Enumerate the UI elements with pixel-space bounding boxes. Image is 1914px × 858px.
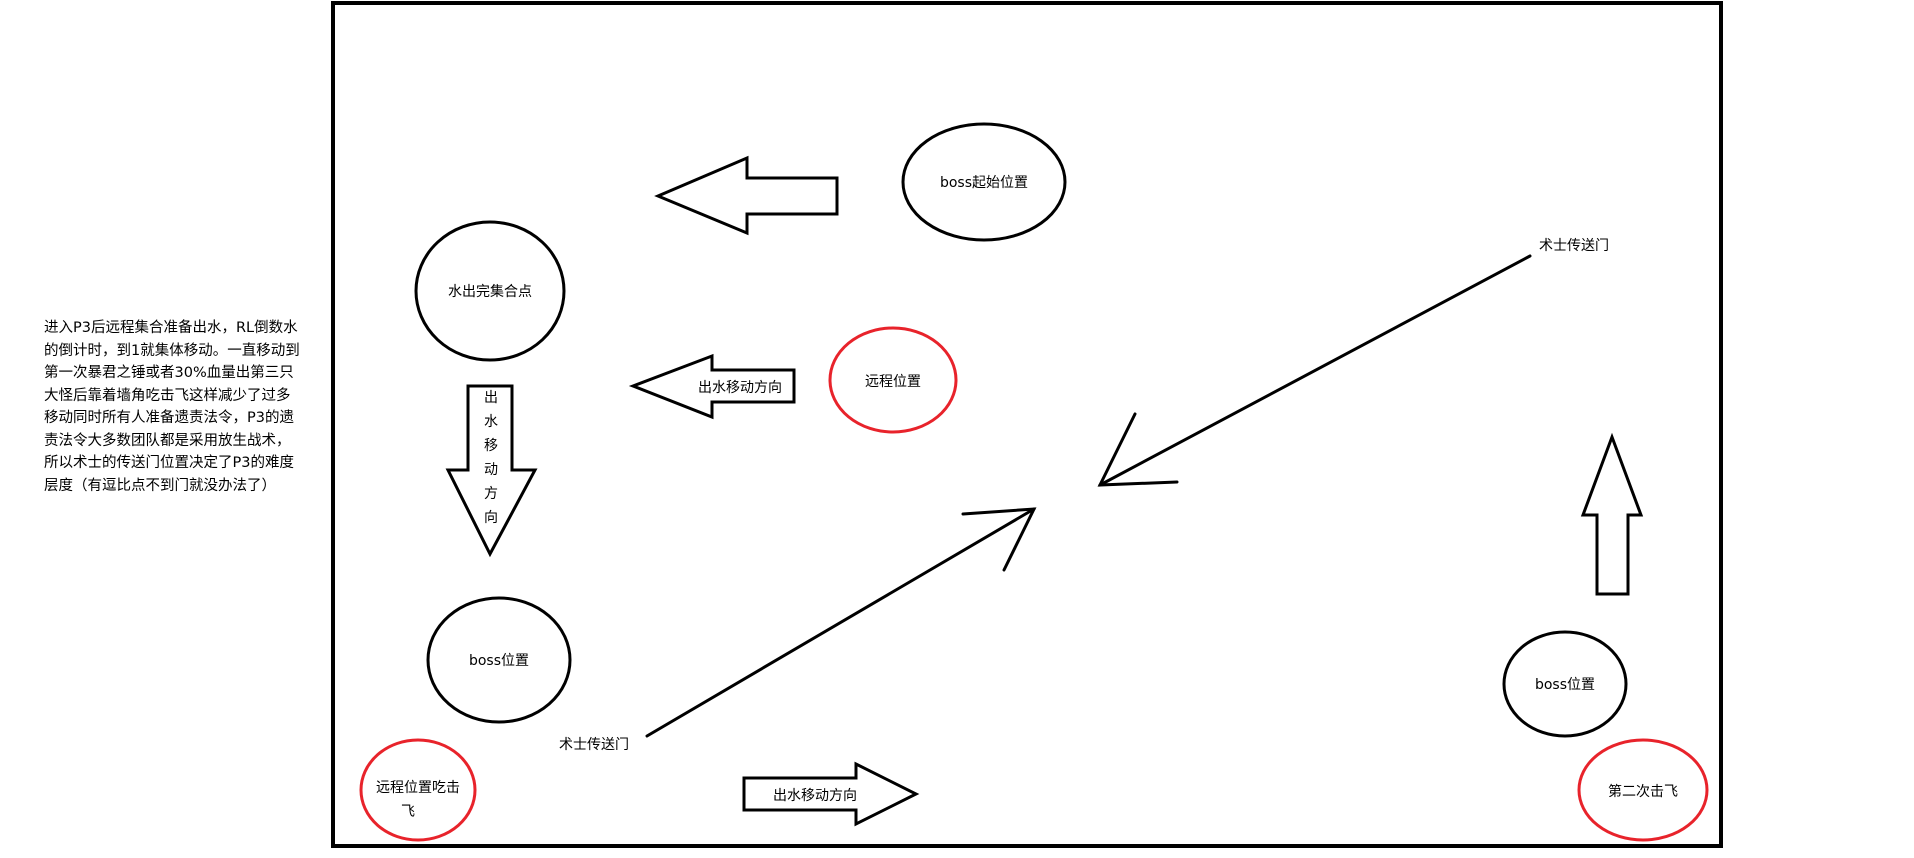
ranged-knockback-label-line2: 飞 (401, 804, 415, 820)
portal-top-path (1097, 254, 1532, 487)
up-arrow-right (1580, 432, 1644, 596)
boss-position-left-circle (426, 596, 572, 724)
vertical-char: 动 (484, 462, 498, 478)
arena-frame (331, 1, 1723, 848)
portal-bottom-path (645, 507, 1037, 738)
second-knockback-label: 第二次击飞 (1608, 783, 1678, 800)
water-gather-circle (414, 220, 566, 362)
ranged-position-circle (828, 326, 958, 434)
portal-top-label: 术士传送门 (1539, 238, 1609, 254)
big-left-arrow (654, 155, 839, 236)
boss-position-right-label: boss位置 (1535, 677, 1595, 693)
ranged-position-label: 远程位置 (865, 374, 921, 390)
strategy-note: 进入P3后远程集合准备出水，RL倒数水的倒计时，到1就集体移动。一直移动到第一次… (44, 320, 300, 494)
vertical-char: 向 (484, 510, 498, 526)
boss-start-label: boss起始位置 (940, 175, 1028, 191)
second-knockback-circle (1577, 738, 1709, 842)
boss-position-left-label: boss位置 (469, 653, 529, 669)
ranged-knockback-label-line1: 远程位置吃击 (376, 780, 460, 796)
move-direction-vertical-text: 出 水 移 动 方 向 (484, 390, 498, 526)
vertical-char: 方 (484, 486, 498, 502)
move-direction-left-arrow (628, 353, 796, 420)
move-direction-left-label: 出水移动方向 (698, 380, 782, 396)
move-direction-bottom-label: 出水移动方向 (773, 788, 857, 804)
water-gather-label: 水出完集合点 (448, 283, 532, 300)
boss-start-circle (901, 122, 1067, 242)
vertical-char: 水 (484, 414, 498, 430)
portal-bottom-label: 术士传送门 (559, 737, 629, 753)
vertical-char: 出 (484, 390, 498, 406)
ranged-knockback-circle (359, 738, 477, 842)
boss-position-right-circle (1502, 630, 1628, 738)
vertical-char: 移 (484, 438, 498, 454)
move-direction-down-arrow (445, 384, 538, 558)
move-direction-bottom-arrow (742, 761, 920, 827)
